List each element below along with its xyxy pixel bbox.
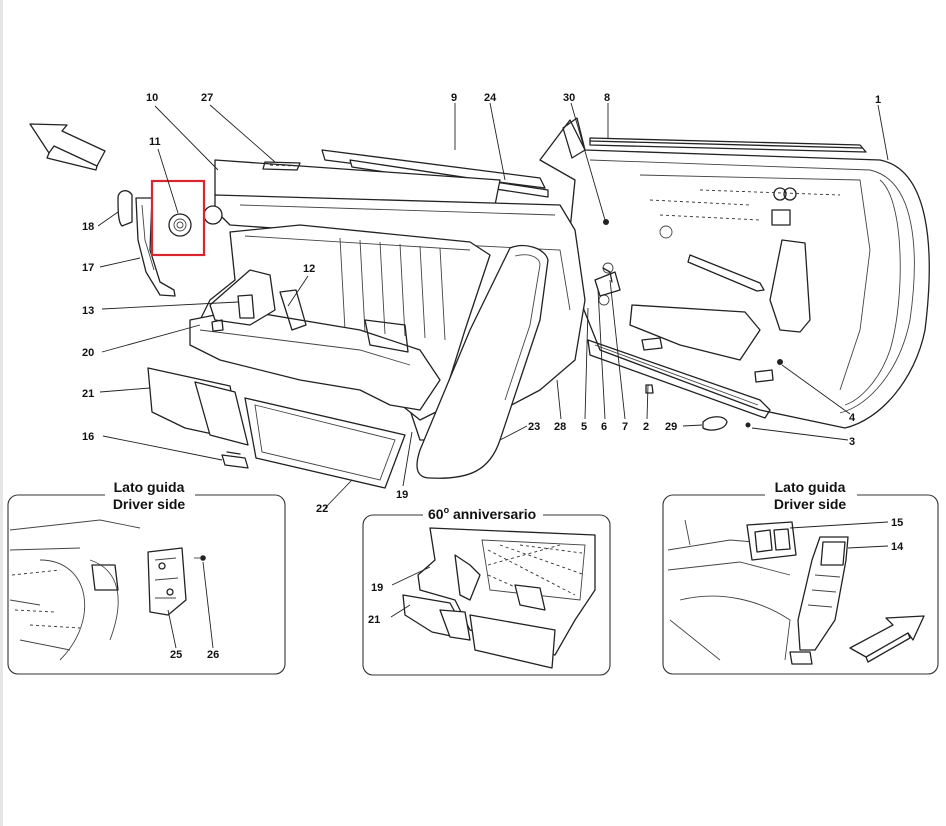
callout-12: 12 <box>303 263 315 275</box>
inset-callout-15: 15 <box>891 517 903 529</box>
callout-22: 22 <box>316 503 328 515</box>
callout-21: 21 <box>82 388 94 400</box>
inset-left: Lato guida Driver side 25 26 <box>7 479 286 675</box>
callout-4: 4 <box>849 412 856 424</box>
callout-8: 8 <box>604 92 610 104</box>
inset-center: 60o anniversario 19 21 <box>362 505 611 676</box>
lower-panels <box>147 367 406 489</box>
callout-6: 6 <box>601 421 607 433</box>
inset-right: Lato guida Driver side 15 14 <box>662 479 939 675</box>
callout-24: 24 <box>484 92 497 104</box>
callout-19: 19 <box>396 489 408 501</box>
callout-7: 7 <box>622 421 628 433</box>
inset-right-title-en: Driver side <box>774 496 847 512</box>
inset-callout-26: 26 <box>207 649 219 661</box>
callout-28: 28 <box>554 421 566 433</box>
inset-callout-25: 25 <box>170 649 182 661</box>
pull-handle <box>117 190 176 297</box>
inset-callout-21: 21 <box>368 614 380 626</box>
callout-17: 17 <box>82 262 94 274</box>
callout-1: 1 <box>875 94 881 106</box>
inset-left-title-it: Lato guida <box>114 479 185 495</box>
callout-16: 16 <box>82 431 94 443</box>
inset-center-title: 60o anniversario <box>428 505 536 522</box>
inset-callout-19: 19 <box>371 582 383 594</box>
callout-10: 10 <box>146 92 158 104</box>
leader-lines <box>97 102 889 509</box>
callout-5: 5 <box>581 421 587 433</box>
speaker-grille <box>168 205 223 237</box>
callout-27: 27 <box>201 92 213 104</box>
page-edge <box>0 0 3 826</box>
armrest-pocket <box>189 224 491 421</box>
side-cushion <box>416 245 549 479</box>
callout-30: 30 <box>563 92 575 104</box>
callout-labels: 10 27 11 18 17 12 13 20 21 16 22 19 23 2… <box>82 92 881 515</box>
callout-11: 11 <box>149 136 161 148</box>
callout-23: 23 <box>528 421 540 433</box>
callout-20: 20 <box>82 347 94 359</box>
callout-9: 9 <box>451 92 457 104</box>
callout-29: 29 <box>665 421 677 433</box>
inset-right-title-it: Lato guida <box>775 479 846 495</box>
highlight-box <box>150 179 206 257</box>
callout-13: 13 <box>82 305 94 317</box>
direction-arrow-icon <box>849 615 925 663</box>
door-shell <box>539 117 930 431</box>
direction-arrow-icon <box>29 123 106 171</box>
callout-3: 3 <box>849 436 855 448</box>
callout-2: 2 <box>643 421 649 433</box>
callout-18: 18 <box>82 221 94 233</box>
inset-callout-14: 14 <box>891 541 904 553</box>
inset-left-title-en: Driver side <box>113 496 186 512</box>
